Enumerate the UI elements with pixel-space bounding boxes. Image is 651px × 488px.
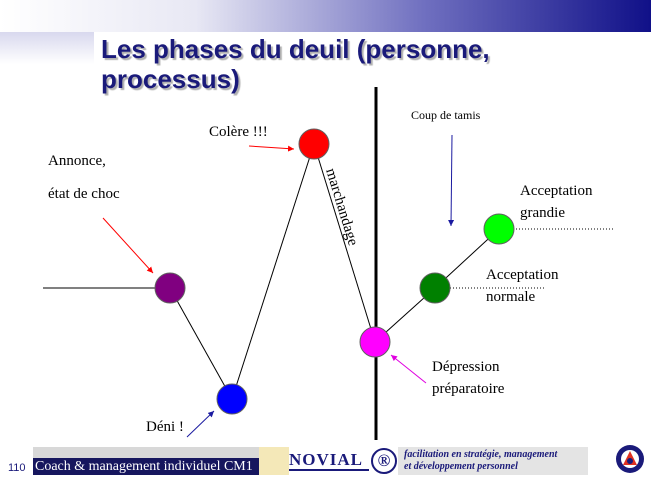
node-acceptation-grandie — [483, 213, 515, 245]
footer-course-name: Coach & management individuel CM1 — [35, 459, 253, 474]
logo-underline — [289, 469, 369, 471]
footer-tagline-line2: et développement personnel — [404, 461, 518, 472]
label-acceptation-normale-2: normale — [486, 289, 536, 305]
curve-deni-colere — [231, 143, 315, 400]
footer-bar — [33, 458, 259, 475]
corner-logo-icon — [616, 445, 644, 473]
label-etat-de-choc: état de choc — [48, 186, 120, 202]
arrow-colere — [248, 145, 295, 152]
footer-tagline-bg — [398, 447, 588, 475]
node-acceptation-normale — [419, 272, 451, 304]
label-depression-1: Dépression — [432, 359, 500, 375]
registered-mark: ® — [371, 448, 397, 474]
header-side-band — [0, 32, 94, 64]
label-acceptation-grandie-1: Acceptation — [520, 183, 593, 199]
arrow-deni — [186, 410, 215, 438]
label-depression-2: préparatoire — [432, 381, 505, 397]
label-deni: Déni ! — [146, 419, 184, 435]
label-acceptation-grandie-2: grandie — [520, 205, 565, 221]
curve-colere-depression — [313, 143, 376, 343]
label-annonce: Annonce, — [48, 153, 106, 169]
node-colere — [298, 128, 330, 160]
header-gradient-band — [0, 0, 651, 32]
arrow-coup-de-tamis — [448, 134, 455, 227]
curve-annonce-deni — [169, 287, 233, 400]
footer-shade — [33, 447, 259, 458]
arrow-annonce — [102, 217, 154, 274]
label-acceptation-normale-1: Acceptation — [486, 267, 559, 283]
footer-shade-accent — [259, 447, 289, 475]
node-annonce — [154, 272, 186, 304]
arrow-depression — [390, 354, 427, 384]
label-marchandage: marchandage — [322, 166, 361, 247]
page-number: 110 — [8, 462, 26, 474]
label-colere: Colère !!! — [209, 124, 268, 140]
footer-tagline-line1: facilitation en stratégie, management — [404, 449, 558, 460]
node-deni — [216, 383, 248, 415]
label-coup-de-tamis: Coup de tamis — [411, 108, 481, 122]
slide-title: Les phases du deuil (personne, processus… — [101, 34, 490, 94]
node-depression — [359, 326, 391, 358]
novial-logo: NOVIAL — [289, 450, 364, 469]
footer-tagline: facilitation en stratégie, management et… — [404, 449, 557, 473]
